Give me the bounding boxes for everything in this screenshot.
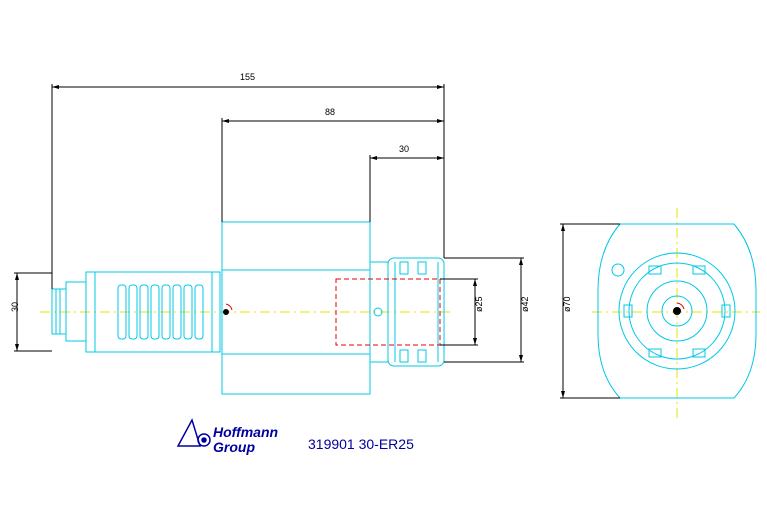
housing-body xyxy=(221,221,371,395)
logo-line1: Hoffmann xyxy=(213,424,278,440)
product-code: 319901 30-ER25 xyxy=(308,436,414,452)
dim-diameter-70: ø70 xyxy=(562,296,572,312)
dim-diameter-25: ø25 xyxy=(474,296,484,312)
dim-diameter-42: ø42 xyxy=(520,296,530,312)
dim-body-length: 88 xyxy=(325,107,335,117)
nut-face-inner xyxy=(628,262,726,360)
logo-line2: Group xyxy=(213,439,255,455)
pin-hole xyxy=(611,263,625,277)
dim-nut-length: 30 xyxy=(399,144,409,154)
end-view xyxy=(597,223,757,399)
side-view xyxy=(51,221,445,395)
collet-nut xyxy=(387,257,445,367)
shank-ribs xyxy=(117,284,204,340)
collet-bore-hidden xyxy=(335,278,441,346)
dim-shank-height: 30 xyxy=(10,302,20,312)
flange-outline xyxy=(597,223,757,399)
shank xyxy=(85,271,221,353)
collet-ring xyxy=(646,280,708,342)
end-view-center-marker xyxy=(673,307,681,315)
collet-bore xyxy=(661,295,693,327)
center-marker xyxy=(223,309,229,315)
dim-overall-length: 155 xyxy=(240,72,255,82)
dimension-lines xyxy=(14,84,620,399)
side-hole xyxy=(373,307,383,317)
logo-symbol-icon xyxy=(176,418,211,447)
hidden-lines xyxy=(335,278,441,346)
nut-face-outer xyxy=(618,252,736,370)
hoffmann-logo: Hoffmann Group xyxy=(176,418,278,455)
dimension-arrowheads xyxy=(15,85,565,398)
